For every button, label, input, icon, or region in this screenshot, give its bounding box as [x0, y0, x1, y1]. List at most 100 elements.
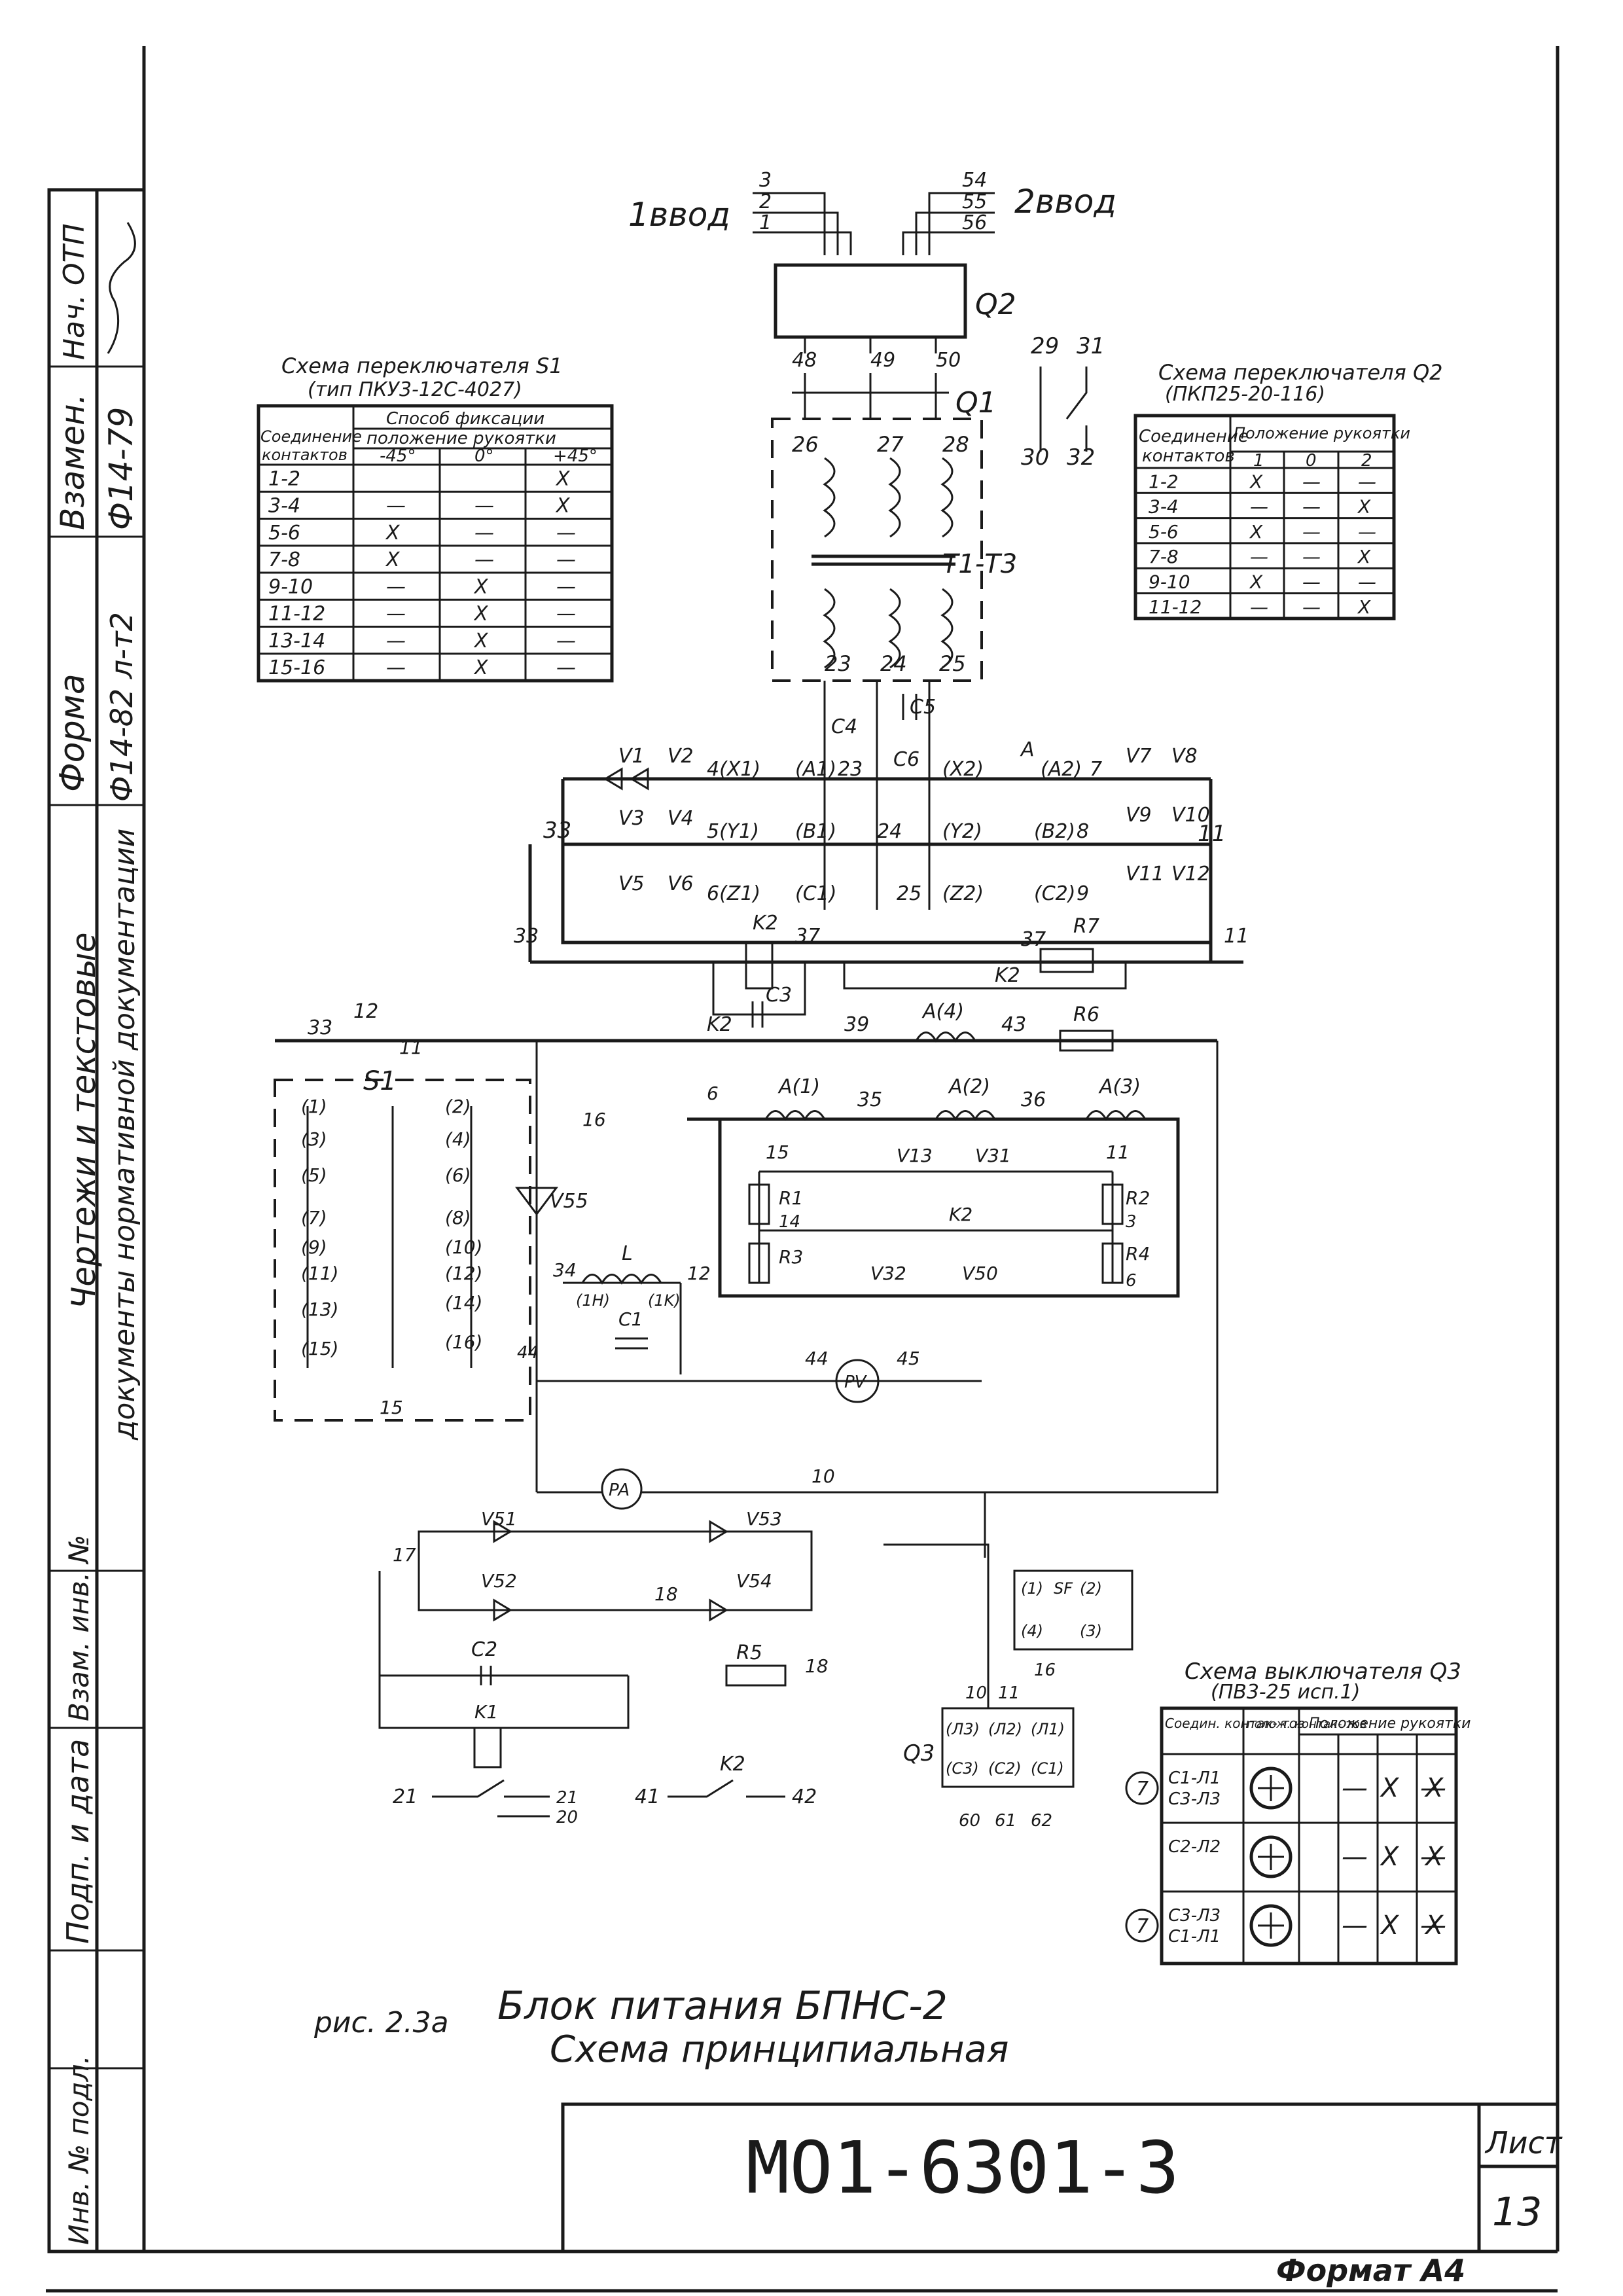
s1-cell: 3-4 [268, 495, 300, 518]
s1-c14: (14) [445, 1292, 482, 1314]
dv-0: 15 [766, 1141, 789, 1163]
r1-1: V2 [668, 745, 694, 768]
k2l-7: 11 [1224, 925, 1249, 948]
caption: рис. 2.3а Блок питания БПНС-2 Схема прин… [313, 1983, 1008, 2071]
q3-cell-last: X [1424, 1842, 1444, 1872]
r3-3: (C1) [795, 882, 836, 905]
ind-5: 12 [687, 1263, 711, 1284]
title-block: МО1-6301-3 Лист 13 [561, 2102, 1563, 2251]
q3-row-label: C3-Л3 [1168, 1789, 1221, 1809]
sf-4: (3) [1080, 1622, 1102, 1640]
k2l-3: C3 [766, 984, 792, 1007]
dv-1: V13 [897, 1145, 933, 1166]
ind-7: 44 [517, 1343, 539, 1363]
s1-h-method: Способ фиксации [386, 409, 544, 429]
s1-c6: (6) [445, 1164, 471, 1186]
r1-4: 23 [838, 758, 863, 781]
q3-5: (C1) [1031, 1759, 1064, 1778]
node-50: 50 [936, 349, 961, 372]
lb-3: V52 [481, 1570, 517, 1592]
r1-8: 7 [1090, 758, 1102, 781]
k2l-0: 33 [514, 925, 539, 948]
s1-cell: — [556, 548, 576, 571]
s1-cell: 5-6 [268, 522, 300, 545]
s1-cell: — [556, 522, 576, 545]
l39-2: K2 [707, 1013, 732, 1036]
ind-2: L [622, 1242, 633, 1265]
q3-n60: 60 [959, 1811, 980, 1831]
pa-label: PA [609, 1480, 630, 1500]
lb-4: V54 [736, 1570, 772, 1592]
r2-9: V10 [1171, 804, 1210, 827]
r2-4: 24 [877, 820, 902, 843]
q3-h-2: полож. контак- тов [1247, 1717, 1366, 1731]
s1-h-left-1: Соединение [260, 427, 362, 446]
node-49: 49 [870, 349, 895, 372]
q3-label: Q3 [903, 1740, 935, 1767]
s1-cell: 9-10 [268, 575, 313, 598]
r3-8: V11 [1126, 863, 1164, 886]
s1-h-pos: положение рукоятки [366, 429, 556, 448]
q2-col-1: 0 [1306, 451, 1317, 471]
q2-cell: — [1250, 496, 1268, 518]
s1-c11: (11) [301, 1263, 338, 1284]
r3-4: 25 [897, 882, 921, 905]
s1-cell: X [385, 522, 401, 545]
doc-number: МО1-6301-3 [746, 2126, 1179, 2210]
table-s1: Схема переключателя S1 (тип ПКУ3-12С-402… [257, 353, 614, 683]
node-2: 2 [759, 190, 772, 213]
q2-cell: — [1302, 496, 1321, 518]
table-q3: Схема выключателя Q3 (ПВ3-25 исп.1) Соед… [1125, 1659, 1471, 1965]
s1-box [274, 1079, 531, 1422]
q3-marker: 7 [1136, 1915, 1149, 1938]
q2-title-2: (ПКП25-20-116) [1165, 383, 1325, 406]
s1-cell: — [556, 656, 576, 679]
stamp-group-title-1: Чертежи и текстовые [65, 933, 103, 1310]
r1-0: V1 [618, 745, 645, 768]
r3-1: V6 [668, 872, 694, 895]
s1-cell: 1-2 [268, 467, 300, 490]
q3-row-label: C1-Л1 [1168, 1927, 1221, 1946]
l39-5: 43 [1001, 1013, 1026, 1036]
stamp-value-replaced: Ф14-79 [102, 407, 140, 530]
q3-box [941, 1707, 1075, 1788]
q2-col-2: 2 [1361, 451, 1372, 471]
cap-c4: C4 [831, 715, 857, 738]
lower-section: V51 V53 17 V52 V54 18 C2 R5 18 K1 (Л3) (… [378, 1492, 1133, 1831]
q3-2: (Л1) [1031, 1720, 1065, 1738]
s1-c8: (8) [445, 1207, 471, 1229]
l39-6: R6 [1073, 1003, 1099, 1026]
transformer-label: Т1-Т3 [942, 549, 1017, 579]
s1-c1: (1) [301, 1096, 327, 1117]
node-32: 32 [1067, 444, 1095, 471]
stamp-label-form: Форма [53, 673, 92, 792]
l39-3: 39 [844, 1013, 869, 1036]
q2-cell: — [1302, 596, 1321, 618]
k2l-5: R7 [1073, 915, 1099, 938]
q3-contact-symbol [1249, 1904, 1293, 1947]
q2-cell: — [1302, 521, 1321, 543]
q2-cell: 3-4 [1149, 496, 1179, 518]
q3-n62: 62 [1031, 1811, 1052, 1831]
q3-contact-cross [1258, 1844, 1284, 1870]
wire-11: 11 [399, 1037, 423, 1058]
r3-6: (C2) [1034, 882, 1075, 905]
node-54: 54 [962, 169, 987, 192]
s1-cell: X [555, 495, 571, 518]
r1-9: V7 [1126, 745, 1152, 768]
node-25-top: 25 [939, 651, 966, 676]
side-stamp: Нач. ОТП Взамен. Ф14-79 Форма Ф14-82 л-т… [47, 188, 146, 2253]
q3-title-1: Схема выключателя Q3 [1185, 1659, 1461, 1685]
r3-7: 9 [1077, 882, 1089, 905]
s1-cell: X [555, 467, 571, 490]
q3-8: 11 [998, 1683, 1020, 1703]
stamp-inv-orig: Инв. № подл. [63, 2055, 95, 2245]
sf-0: (1) [1021, 1579, 1043, 1598]
bc-5: 42 [792, 1785, 817, 1808]
sf-box [1013, 1570, 1133, 1651]
q2-cell: — [1302, 546, 1321, 567]
s1-cell: X [473, 575, 489, 598]
s1-c12: (12) [445, 1263, 482, 1284]
stamp-replace-inv: Взам. инв. № [63, 1535, 95, 1721]
s1-c13: (13) [301, 1299, 338, 1320]
